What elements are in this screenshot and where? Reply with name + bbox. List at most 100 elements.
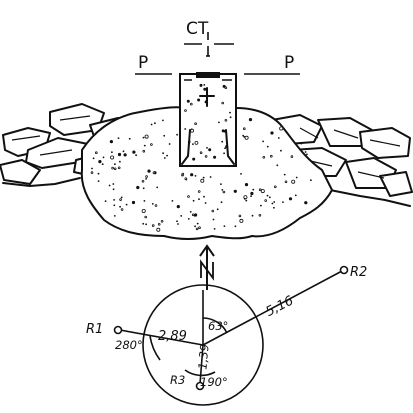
aggregate-dot xyxy=(304,151,307,153)
aggregate-dot xyxy=(248,118,253,122)
bearing-r2: 63° xyxy=(208,319,228,333)
aggregate-dot xyxy=(143,144,146,147)
aggregate-dot xyxy=(268,196,271,199)
aggregate-dot xyxy=(190,128,195,133)
aggregate-dot xyxy=(224,119,228,122)
aggregate-dot xyxy=(90,171,94,174)
aggregate-dot xyxy=(181,172,185,176)
aggregate-dot xyxy=(198,198,200,201)
aggregate-dot xyxy=(203,84,206,86)
aggregate-dot xyxy=(117,152,122,157)
aggregate-dot xyxy=(142,136,145,139)
reference-lines xyxy=(135,32,300,75)
aggregate-dot xyxy=(279,126,284,131)
aggregate-dot xyxy=(152,171,156,175)
aggregate-dot xyxy=(101,163,104,166)
aggregate-dot xyxy=(198,226,201,230)
aggregate-dot xyxy=(288,197,293,201)
aggregate-dot xyxy=(269,154,273,158)
aggregate-dot xyxy=(160,220,164,223)
aggregate-dot xyxy=(144,134,149,139)
aggregate-dot xyxy=(204,202,207,204)
aggregate-dot xyxy=(239,218,244,223)
aggregate-dot xyxy=(258,214,262,217)
aggregate-dot xyxy=(211,209,215,213)
north-label: N xyxy=(0,0,1,1)
aggregate-dot xyxy=(119,198,122,201)
aggregate-dot xyxy=(150,123,153,126)
north-symbol xyxy=(200,259,214,281)
aggregate-dot xyxy=(209,176,212,178)
pillar-cap-disc xyxy=(196,72,220,78)
survey-geometry xyxy=(119,270,343,406)
aggregate-dot xyxy=(262,156,266,159)
aggregate-dot xyxy=(208,148,212,152)
aggregate-dot xyxy=(154,204,158,207)
distance-r3: 1,39 xyxy=(195,343,211,370)
aggregate-dot xyxy=(271,202,274,205)
aggregate-dot xyxy=(258,188,262,192)
aggregate-dot xyxy=(104,200,107,203)
aggregate-dot xyxy=(192,157,196,161)
aggregate-dot xyxy=(180,215,183,217)
aggregate-dot xyxy=(168,143,171,145)
ground-surface xyxy=(2,177,411,207)
aggregate-dot xyxy=(109,140,113,144)
aggregate-dot xyxy=(113,215,116,217)
aggregate-dot xyxy=(177,223,179,225)
aggregate-dot xyxy=(264,199,268,202)
aggregate-dot xyxy=(187,195,190,198)
aggregate-dot xyxy=(171,200,174,202)
point-r3 xyxy=(195,381,205,391)
distance-r2: 5,16 xyxy=(263,293,296,320)
aggregate-dot xyxy=(220,183,222,186)
aggregate-dot xyxy=(222,84,226,88)
aggregate-dot xyxy=(238,214,242,218)
aggregate-dot xyxy=(276,164,279,167)
north-arrow xyxy=(199,244,215,290)
aggregate-dot xyxy=(117,166,121,170)
aggregate-dot xyxy=(136,185,140,190)
aggregate-dot xyxy=(112,183,115,185)
aggregate-dot xyxy=(92,157,95,160)
aggregate-dot xyxy=(262,140,264,143)
aggregate-dot xyxy=(144,215,148,219)
aggregate-dot xyxy=(283,173,286,176)
aggregate-dot xyxy=(244,135,249,140)
aggregate-dot xyxy=(143,200,146,202)
aggregate-dot xyxy=(131,200,136,205)
aggregate-dot xyxy=(145,175,148,178)
aggregate-dot xyxy=(117,137,120,140)
aggregate-dot xyxy=(166,154,169,157)
aggregate-dot xyxy=(113,167,117,171)
aggregate-dot xyxy=(163,134,166,137)
aggregate-dot xyxy=(197,98,201,102)
aggregate-dot xyxy=(191,213,195,217)
aggregate-dot xyxy=(194,140,199,145)
aggregate-dot xyxy=(157,223,161,226)
aggregate-dot xyxy=(150,143,153,146)
aggregate-dot xyxy=(176,205,180,209)
aggregate-dot xyxy=(120,208,124,211)
aggregate-dot xyxy=(202,176,205,179)
aggregate-dot xyxy=(229,111,231,114)
aggregate-dot xyxy=(282,201,284,204)
aggregate-dot xyxy=(273,201,276,203)
aggregate-dot xyxy=(251,214,254,217)
aggregate-dot xyxy=(266,145,269,148)
aggregate-dot xyxy=(229,116,232,119)
aggregate-dot xyxy=(304,201,308,205)
aggregate-dot xyxy=(111,151,113,154)
aggregate-dot xyxy=(151,224,155,227)
aggregate-dot xyxy=(192,199,195,202)
aggregate-dot xyxy=(119,160,121,163)
aggregate-dot xyxy=(234,225,237,228)
point-r2 xyxy=(339,265,349,275)
aggregate-dot xyxy=(112,188,115,191)
aggregate-dot xyxy=(242,134,245,137)
anchor-bars xyxy=(181,87,235,165)
aggregate-dot xyxy=(125,203,128,206)
aggregate-dot xyxy=(98,160,102,164)
line-to-r3 xyxy=(199,344,204,385)
